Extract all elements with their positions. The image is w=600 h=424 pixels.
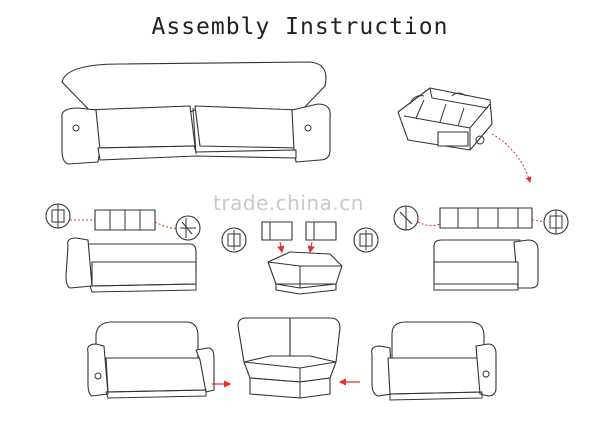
watermark: trade.china.cn — [213, 191, 364, 215]
bracket-detail-icon — [543, 209, 569, 235]
corner-seat-icon — [267, 251, 343, 295]
bracket-detail-icon — [175, 215, 201, 241]
corner-sofa-icon — [61, 61, 331, 165]
bracket-detail-icon — [221, 227, 247, 253]
left-loveseat-section-icon — [65, 237, 197, 293]
bracket-detail-icon — [393, 205, 419, 231]
left-parts-strip — [94, 209, 156, 231]
page-title: Assembly Instruction — [151, 14, 449, 40]
mechanism-arrow — [491, 133, 532, 183]
bracket-detail-icon — [353, 227, 379, 253]
right-loveseat-section-icon — [433, 239, 539, 291]
corner-wedge-seat-icon — [237, 317, 341, 399]
dash-connector-right — [417, 221, 441, 227]
bracket-detail-icon — [45, 203, 71, 229]
right-loveseat-icon — [371, 321, 497, 401]
left-loveseat-icon — [87, 321, 215, 399]
right-parts-strip — [439, 207, 533, 229]
arrow-down-1 — [277, 241, 285, 254]
arrow-down-2 — [307, 241, 315, 254]
corner-back-pieces — [261, 221, 337, 241]
recliner-mechanism-icon — [397, 87, 493, 151]
